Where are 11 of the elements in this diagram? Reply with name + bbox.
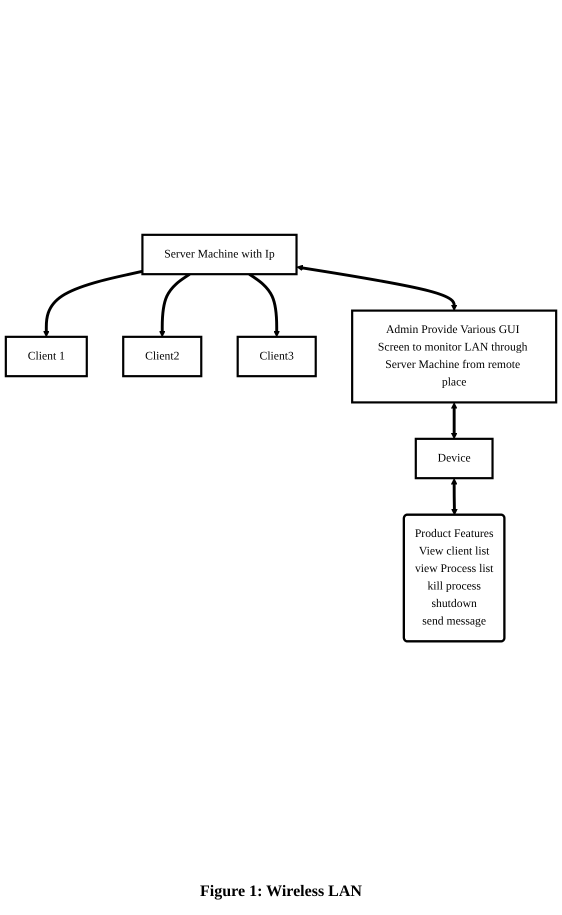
arrow [450,402,458,440]
arrow [43,270,143,338]
node-box: Client3 [236,336,317,378]
figure-caption: Figure 1: Wireless LAN [200,883,362,901]
arrow [450,478,458,516]
arrow [296,265,458,312]
node-box: Admin Provide Various GUI Screen to monitor LAN through Server Machine from remote place [351,310,558,404]
node-box: Server Machine with Ip [141,234,298,276]
node-box: Device [414,438,494,480]
node-box: Client 1 [4,336,88,378]
node-box: Client2 [122,336,202,378]
